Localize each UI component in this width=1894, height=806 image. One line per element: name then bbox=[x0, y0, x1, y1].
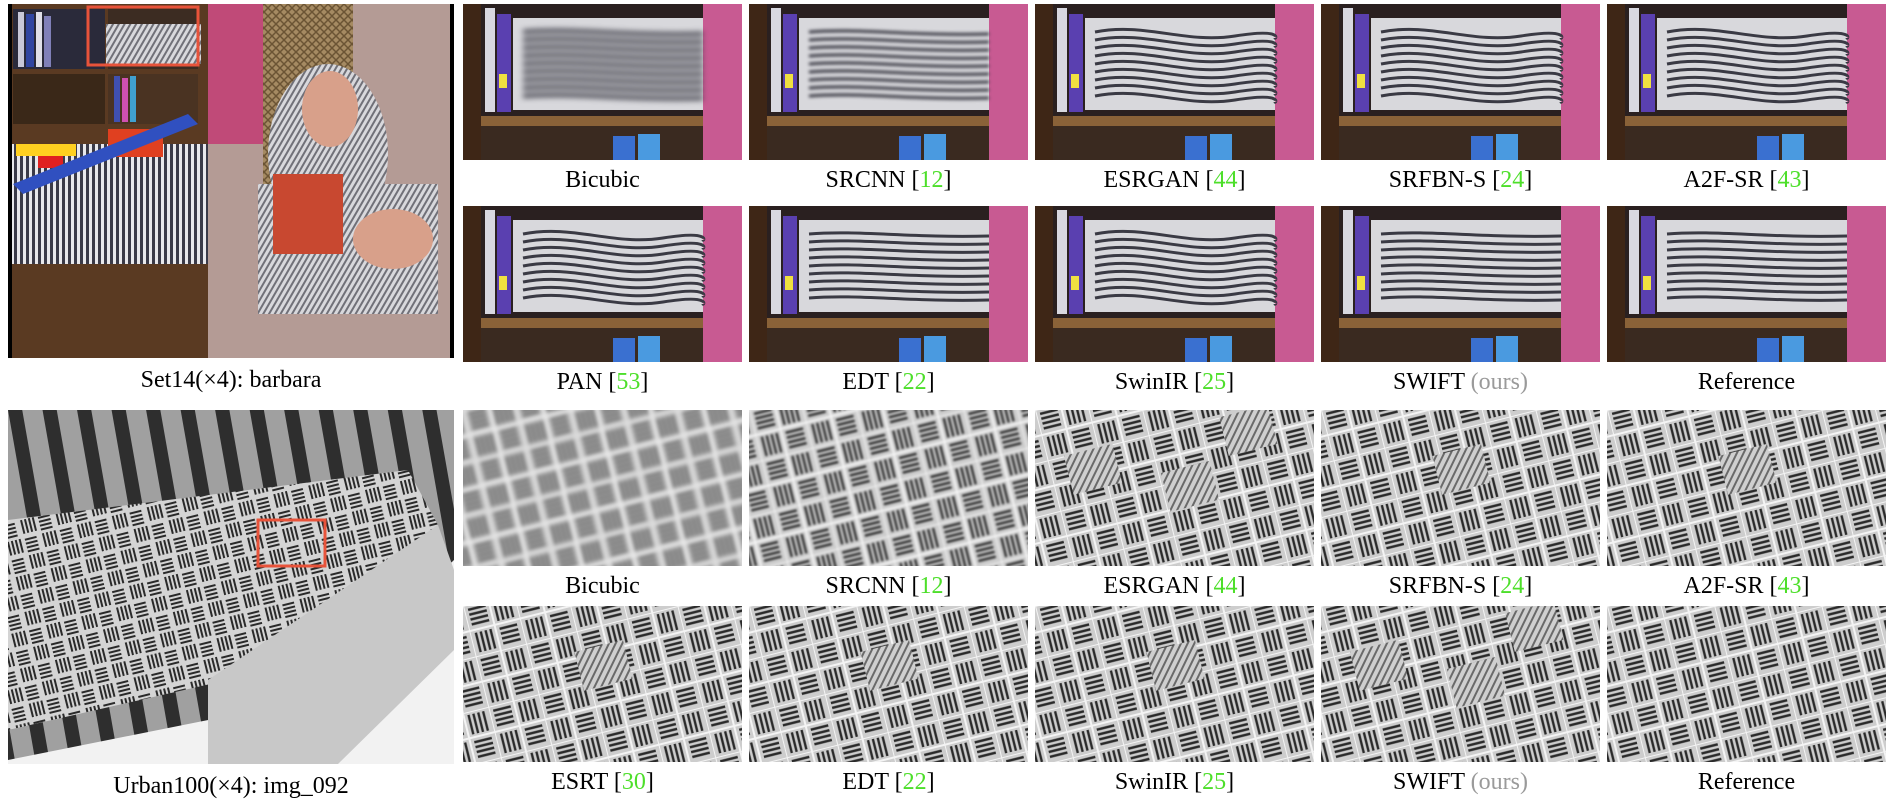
building-crop-reference bbox=[1607, 606, 1886, 762]
building-crop-esrgan bbox=[1035, 410, 1314, 566]
crop-caption: ESRGAN [44] bbox=[1103, 167, 1246, 193]
method-name: SWIFT bbox=[1393, 369, 1471, 395]
citation-number[interactable]: 12 bbox=[919, 167, 944, 193]
method-name: EDT bbox=[842, 769, 895, 795]
crop-caption: SRFBN-S [24] bbox=[1388, 573, 1533, 599]
method-name: PAN bbox=[556, 369, 609, 395]
crop-caption: SwinIR [25] bbox=[1114, 769, 1235, 795]
building-crop-edt bbox=[749, 606, 1028, 762]
method-name: Reference bbox=[1697, 769, 1796, 795]
barbara-crop-bicubic bbox=[463, 4, 742, 160]
crop-caption: SRCNN [12] bbox=[825, 573, 952, 599]
crop-caption: Bicubic bbox=[463, 572, 742, 600]
barbara-crop-reference bbox=[1607, 206, 1886, 362]
method-name: SRCNN bbox=[825, 573, 912, 599]
method-name: Bicubic bbox=[565, 573, 640, 599]
crop-caption: PAN [53] bbox=[556, 369, 649, 395]
citation-number[interactable]: 25 bbox=[1202, 369, 1227, 395]
citation-number[interactable]: 44 bbox=[1213, 573, 1238, 599]
ours-tag: (ours) bbox=[1470, 769, 1528, 795]
barbara-crop-swinir bbox=[1035, 206, 1314, 362]
crop-caption: Reference bbox=[1607, 768, 1886, 796]
citation-number[interactable]: 43 bbox=[1777, 167, 1802, 193]
barbara-main-image bbox=[8, 4, 454, 358]
citation-number[interactable]: 44 bbox=[1213, 167, 1238, 193]
crop-caption: SwinIR [25] bbox=[1114, 369, 1235, 395]
method-name: SRCNN bbox=[825, 167, 912, 193]
building-crop-esrt bbox=[463, 606, 742, 762]
method-name: SRFBN-S bbox=[1388, 573, 1493, 599]
crop-caption: EDT [22] bbox=[842, 769, 935, 795]
method-name: EDT bbox=[842, 369, 895, 395]
building-crop-srcnn bbox=[749, 410, 1028, 566]
citation-number[interactable]: 53 bbox=[616, 369, 641, 395]
method-name: ESRGAN bbox=[1103, 167, 1206, 193]
barbara-main-caption: Set14(×4): barbara bbox=[140, 367, 322, 393]
building-crop-swift bbox=[1321, 606, 1600, 762]
barbara-crop-pan bbox=[463, 206, 742, 362]
method-name: A2F-SR bbox=[1683, 573, 1770, 599]
building-crop-a2f-sr bbox=[1607, 410, 1886, 566]
crop-caption: SRFBN-S [24] bbox=[1388, 167, 1533, 193]
method-name: SwinIR bbox=[1114, 769, 1195, 795]
building-main-image bbox=[8, 410, 454, 764]
barbara-crop-srcnn bbox=[749, 4, 1028, 160]
barbara-crop-edt bbox=[749, 206, 1028, 362]
barbara-crop-srfbn-s bbox=[1321, 4, 1600, 160]
citation-number[interactable]: 22 bbox=[902, 369, 927, 395]
crop-caption: ESRT [30] bbox=[551, 769, 654, 795]
method-name: ESRGAN bbox=[1103, 573, 1206, 599]
method-name: Reference bbox=[1697, 369, 1796, 395]
crop-caption: SRCNN [12] bbox=[825, 167, 952, 193]
ours-tag: (ours) bbox=[1470, 369, 1528, 395]
crop-caption: ESRGAN [44] bbox=[1103, 573, 1246, 599]
crop-caption: EDT [22] bbox=[842, 369, 935, 395]
citation-number[interactable]: 25 bbox=[1202, 769, 1227, 795]
crop-caption: A2F-SR [43] bbox=[1683, 167, 1810, 193]
crop-caption: Reference bbox=[1607, 368, 1886, 396]
building-crop-swinir bbox=[1035, 606, 1314, 762]
method-name: SwinIR bbox=[1114, 369, 1195, 395]
building-main-caption: Urban100(×4): img_092 bbox=[113, 773, 349, 799]
citation-number[interactable]: 24 bbox=[1500, 167, 1525, 193]
method-name: Bicubic bbox=[565, 167, 640, 193]
barbara-crop-esrgan bbox=[1035, 4, 1314, 160]
crop-caption: Bicubic bbox=[463, 166, 742, 194]
method-name: SWIFT bbox=[1393, 769, 1471, 795]
method-name: SRFBN-S bbox=[1388, 167, 1493, 193]
crop-caption: A2F-SR [43] bbox=[1683, 573, 1810, 599]
citation-number[interactable]: 24 bbox=[1500, 573, 1525, 599]
citation-number[interactable]: 43 bbox=[1777, 573, 1802, 599]
barbara-crop-swift bbox=[1321, 206, 1600, 362]
building-crop-bicubic bbox=[463, 410, 742, 566]
method-name: ESRT bbox=[551, 769, 614, 795]
method-name: A2F-SR bbox=[1683, 167, 1770, 193]
barbara-crop-a2f-sr bbox=[1607, 4, 1886, 160]
citation-number[interactable]: 22 bbox=[902, 769, 927, 795]
citation-number[interactable]: 30 bbox=[621, 769, 646, 795]
crop-caption: SWIFT (ours) bbox=[1321, 368, 1600, 396]
building-crop-srfbn-s bbox=[1321, 410, 1600, 566]
citation-number[interactable]: 12 bbox=[919, 573, 944, 599]
crop-caption: SWIFT (ours) bbox=[1321, 768, 1600, 796]
